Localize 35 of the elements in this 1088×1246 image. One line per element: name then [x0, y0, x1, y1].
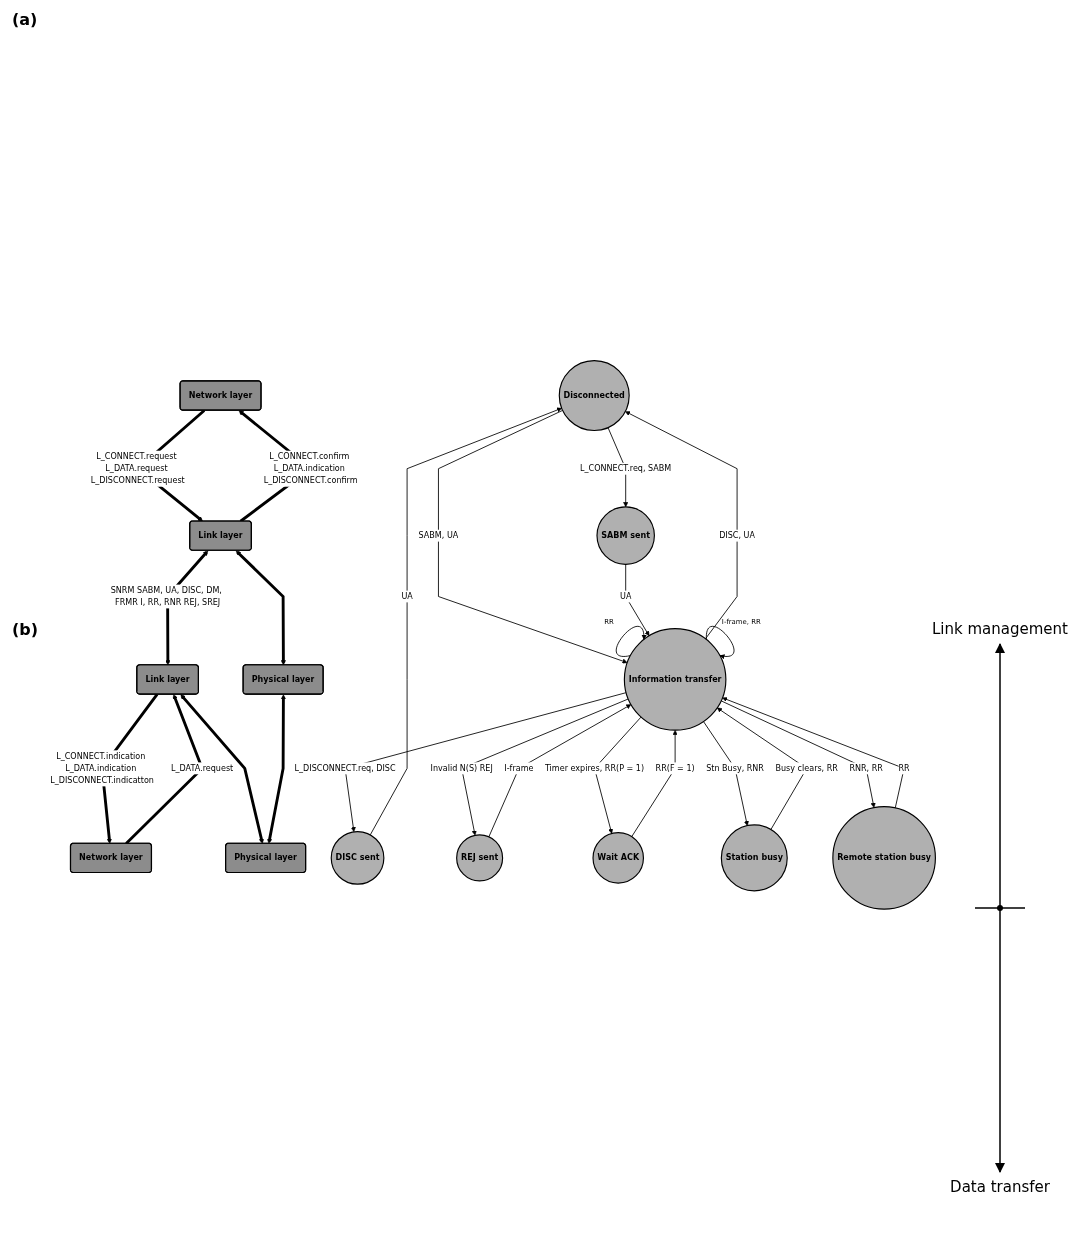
edge-label: L_CONNECT.indication L_DATA.indication L_DISCONNECT.indicatton: [50, 751, 154, 785]
arrow: [267, 694, 286, 844]
axis-label: Link management: [932, 620, 1068, 638]
edge-label: Busy clears, RR: [775, 763, 838, 773]
arrow: [180, 694, 264, 844]
edge-label: UA: [620, 591, 632, 601]
edge-label: Invalid N(S) REJ: [430, 763, 493, 773]
edge-label: L_DISCONNECT.req, DISC: [294, 763, 396, 773]
edge-label: L_CONNECT.req, SABM: [580, 463, 672, 474]
edge-label: Timer expires, RR(P = 1): [544, 763, 645, 773]
edge-label: SABM, UA: [418, 530, 459, 541]
edge-label: RNR, RR: [849, 763, 883, 773]
panel-label: (a): [12, 10, 38, 29]
node-circle: Disconnected: [558, 360, 630, 432]
edge-label: RR(F = 1): [655, 763, 695, 773]
node-circle: Information transfer: [623, 628, 727, 731]
arrow: [125, 694, 204, 845]
edge-label: L_CONNECT.confirm L_DATA.indication L_DISCONNECT.confirm: [263, 451, 358, 486]
node-circle: Station busy: [720, 824, 788, 892]
node-circle: SABM sent: [596, 506, 655, 566]
node-circle: REJ sent: [456, 834, 504, 882]
edge-label: L_DATA.request: [171, 763, 234, 773]
axis-label: Data transfer: [950, 1178, 1050, 1196]
edge-label: L_CONNECT.request L_DATA.request L_DISCONNECT.request: [90, 451, 185, 486]
node-circle: Remote station busy: [832, 806, 936, 910]
edge-label: I-frame: [504, 763, 534, 773]
edge-label: RR: [898, 763, 910, 773]
arrow: [235, 550, 286, 666]
edge-label: SNRM SABM, UA, DISC, DM, FRMR I, RR, RNR REJ, SREJ: [110, 585, 222, 607]
edge-label: UA: [401, 591, 413, 601]
node-circle: Wait ACK: [592, 832, 644, 884]
panel-label: (b): [12, 620, 39, 639]
edge-label: DISC, UA: [719, 530, 755, 541]
edge-label: Stn Busy, RNR: [706, 763, 764, 773]
node-circle: DISC sent: [330, 831, 385, 885]
